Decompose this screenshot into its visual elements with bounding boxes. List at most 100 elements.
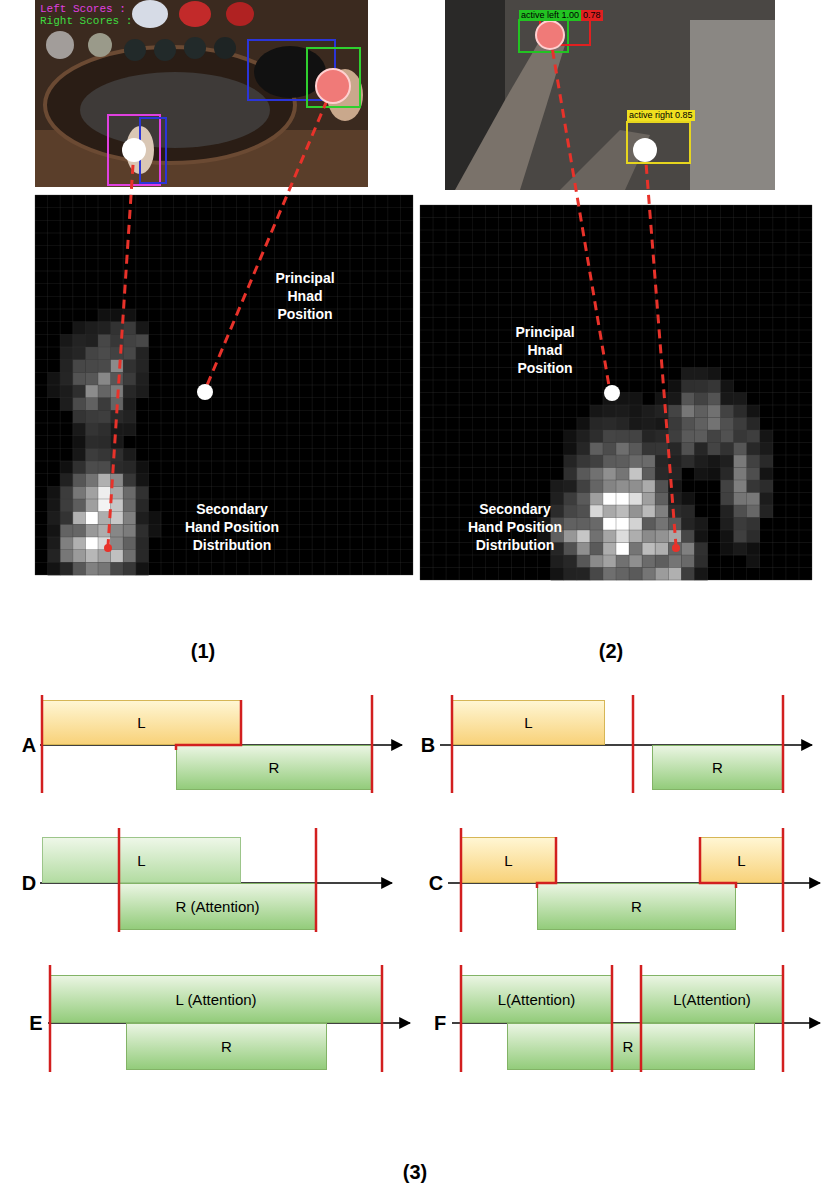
heat-cell: [655, 393, 668, 406]
timeline-bar: L: [700, 837, 783, 883]
heat-cell: [721, 405, 734, 418]
grid-line: [420, 242, 812, 243]
heat-cell: [73, 550, 86, 563]
bar-label: L: [137, 714, 145, 731]
heat-cell: [85, 486, 98, 499]
heat-cell: [73, 448, 86, 461]
annotation-label: Secondary Hand Position Distribution: [463, 500, 567, 555]
heat-cell: [603, 455, 616, 468]
heat-cell: [136, 372, 149, 385]
heat-cell: [616, 505, 629, 518]
grid-line: [35, 334, 413, 335]
heat-cell: [85, 537, 98, 550]
heat-cell: [668, 555, 681, 568]
heat-cell: [60, 537, 73, 550]
heat-cell: [73, 360, 86, 373]
heat-cell: [734, 455, 747, 468]
heat-cell: [747, 493, 760, 506]
heat-cell: [98, 334, 111, 347]
heat-cell: [629, 468, 642, 481]
heat-cell: [603, 493, 616, 506]
heat-cell: [747, 530, 760, 543]
heat-cell: [60, 550, 73, 563]
timeline-bar: L(Attention): [641, 975, 783, 1023]
annotation-label: Principal Hnad Position: [260, 269, 350, 324]
heat-cell: [760, 493, 773, 506]
timeline-bar: L: [452, 700, 605, 745]
heat-cell: [564, 568, 577, 581]
heat-cell: [642, 530, 655, 543]
timeline-bar: R (Attention): [119, 883, 316, 930]
heat-cell: [655, 443, 668, 456]
heat-cell: [136, 562, 149, 575]
grid-line: [35, 423, 413, 424]
grid-line: [35, 321, 413, 322]
heat-cell: [85, 385, 98, 398]
grid-line: [420, 555, 812, 556]
heat-cell: [734, 468, 747, 481]
heat-cell: [747, 555, 760, 568]
heat-cell: [577, 568, 590, 581]
heat-cell: [590, 505, 603, 518]
heat-cell: [603, 530, 616, 543]
heat-cell: [85, 436, 98, 449]
annotation-label: Secondary Hand Position Distribution: [180, 500, 284, 555]
heat-cell: [123, 550, 136, 563]
heat-cell: [123, 385, 136, 398]
bar-label: R: [631, 898, 642, 915]
heat-cell: [747, 430, 760, 443]
heat-cell: [603, 418, 616, 431]
heat-cell: [60, 474, 73, 487]
bar-label: L: [737, 852, 745, 869]
grid-line: [420, 317, 812, 318]
heat-cell: [123, 486, 136, 499]
heat-cell: [694, 368, 707, 381]
heat-cell: [629, 430, 642, 443]
heat-cell: [681, 493, 694, 506]
grid-line: [35, 499, 413, 500]
detection-tag: active left 1.00: [519, 10, 581, 21]
heat-cell: [85, 372, 98, 385]
grid-line: [35, 347, 413, 348]
heat-cell: [668, 493, 681, 506]
grid-line: [420, 492, 812, 493]
heat-cell: [642, 443, 655, 456]
heat-cell: [590, 443, 603, 456]
heat-cell: [721, 380, 734, 393]
grid-line: [35, 220, 413, 221]
bar-label: L: [504, 852, 512, 869]
heat-cell: [98, 347, 111, 360]
heat-cell: [60, 398, 73, 411]
grid-line: [35, 562, 413, 563]
panel-letter: E: [29, 1010, 42, 1036]
heat-cell: [123, 334, 136, 347]
heat-cell: [73, 499, 86, 512]
heatmap-ground: [35, 195, 413, 575]
grid-line: [35, 435, 413, 436]
heat-cell: [734, 393, 747, 406]
heat-cell: [48, 562, 61, 575]
heat-cell: [629, 505, 642, 518]
heat-cell: [721, 393, 734, 406]
heat-cell: [60, 334, 73, 347]
heat-cell: [629, 493, 642, 506]
heat-cell: [681, 368, 694, 381]
heat-cell: [734, 493, 747, 506]
heat-cell: [111, 550, 124, 563]
heat-cell: [577, 543, 590, 556]
heat-cell: [629, 393, 642, 406]
heatmap-ground: [420, 205, 812, 580]
heat-cell: [73, 423, 86, 436]
heat-cell: [590, 468, 603, 481]
heat-cell: [98, 322, 111, 335]
heat-cell: [123, 562, 136, 575]
heat-cell: [590, 568, 603, 581]
bar-label: R: [623, 1038, 634, 1055]
panel-letter: A: [22, 732, 36, 758]
heat-cell: [747, 405, 760, 418]
heat-cell: [564, 505, 577, 518]
heat-cell: [603, 480, 616, 493]
heat-cell: [642, 518, 655, 531]
heat-cell: [629, 480, 642, 493]
heat-cell: [694, 468, 707, 481]
